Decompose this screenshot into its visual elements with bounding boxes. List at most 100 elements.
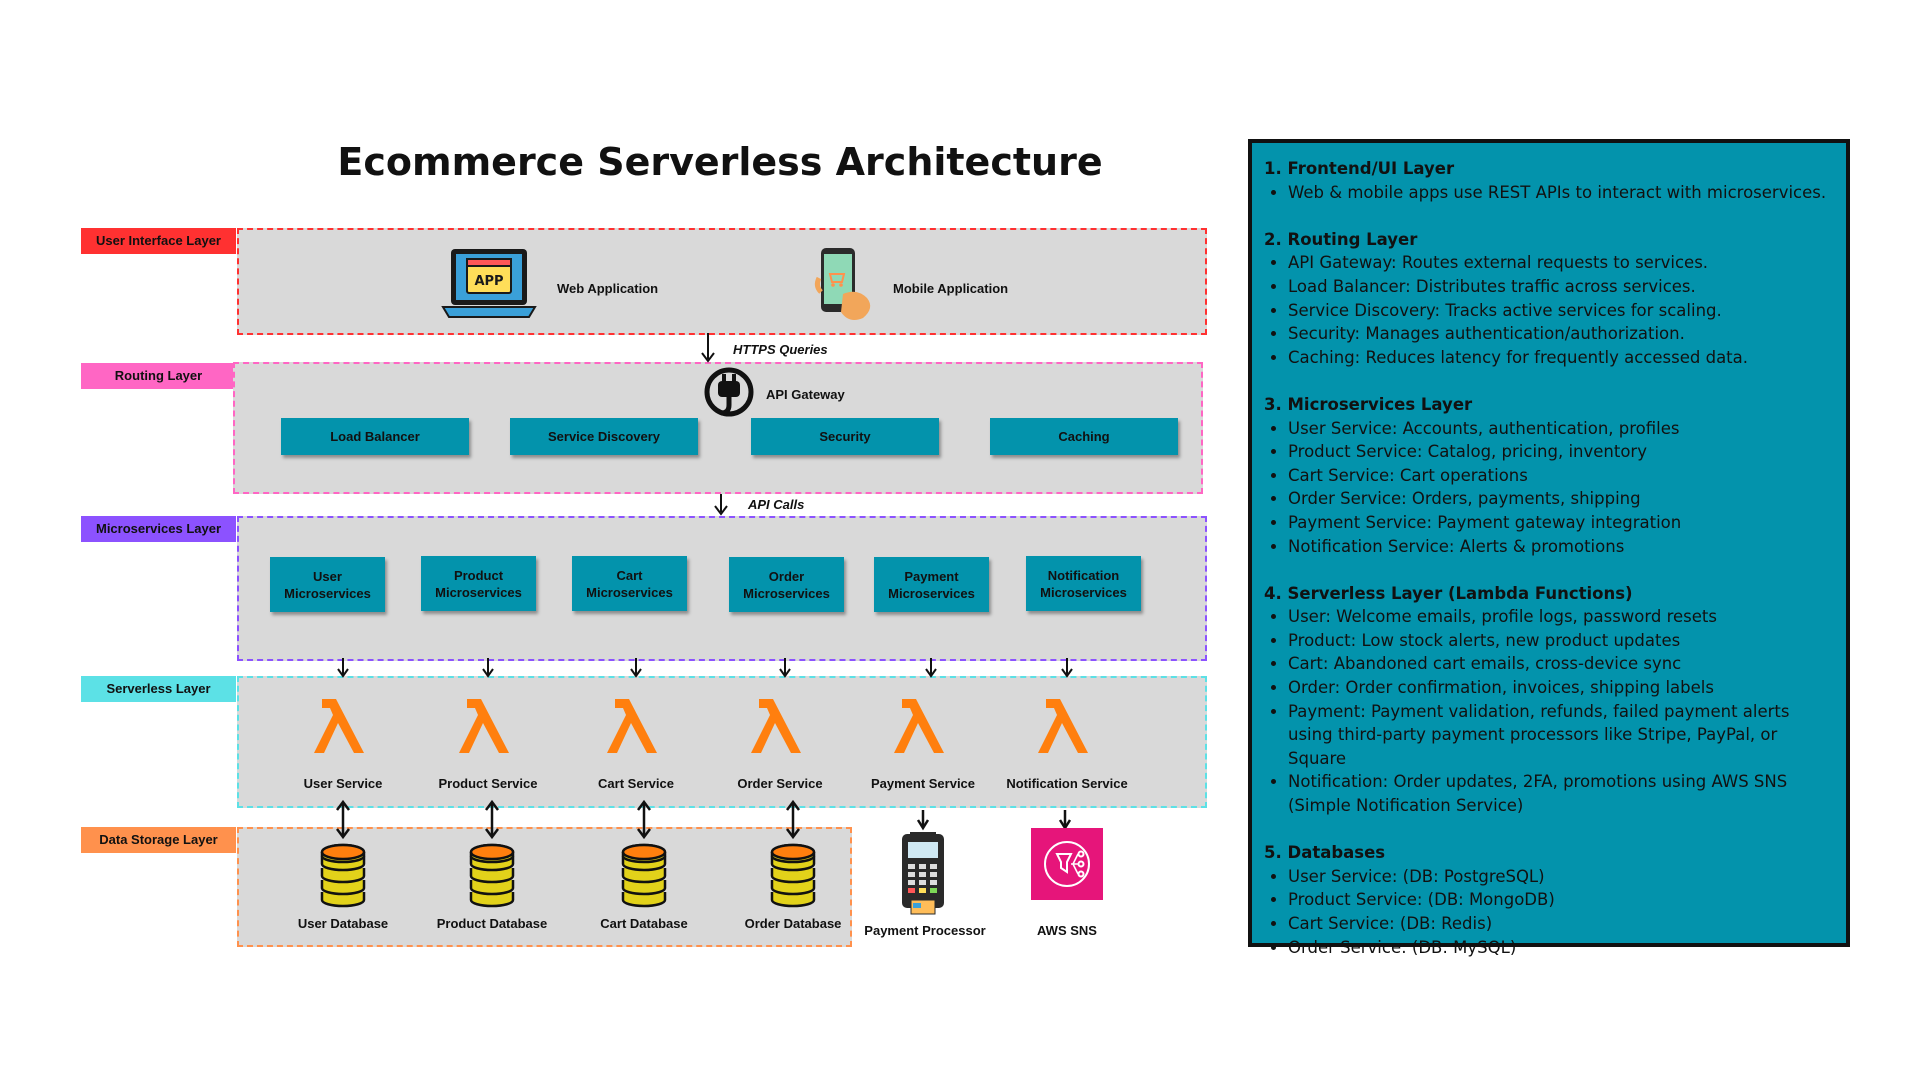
caching-box: Caching: [990, 418, 1178, 455]
ms-line2: Microservices: [743, 585, 830, 601]
ms-line2: Microservices: [435, 584, 522, 600]
panel-list-item: Load Balancer: Distributes traffic acros…: [1288, 275, 1834, 299]
ms-line2: Microservices: [888, 585, 975, 601]
layer-tag-microservices: Microservices Layer: [81, 516, 236, 542]
lambda-icon: [751, 699, 801, 753]
database-icon: [320, 843, 366, 908]
lambda-label: Product Service: [438, 776, 538, 791]
api-gateway-label: API Gateway: [766, 387, 845, 402]
api-gateway-plug-icon: [704, 367, 754, 417]
ms-line2: Microservices: [1040, 584, 1127, 600]
api-calls-label: API Calls: [748, 497, 805, 512]
lambda-icon: [894, 699, 944, 753]
ms-line1: Cart: [616, 567, 643, 583]
layer-tag-serverless: Serverless Layer: [81, 676, 236, 702]
lambda-label: Cart Service: [598, 776, 674, 791]
ms-line1: Payment: [904, 568, 959, 584]
panel-list-item: Payment: Payment validation, refunds, fa…: [1288, 700, 1834, 771]
panel-section: 3. Microservices LayerUser Service: Acco…: [1264, 393, 1834, 558]
api-calls-arrow: [714, 494, 728, 516]
ms-line2: Microservices: [586, 584, 673, 600]
panel-list-item: Payment Service: Payment gateway integra…: [1288, 511, 1834, 535]
panel-section-heading: 5. Databases: [1264, 843, 1386, 863]
layer-tag-storage: Data Storage Layer: [81, 827, 236, 853]
lambda-label: User Service: [303, 776, 383, 791]
panel-list-item: Order: Order confirmation, invoices, shi…: [1288, 676, 1834, 700]
ms-line1: User: [313, 568, 342, 584]
panel-list-item: User Service: (DB: PostgreSQL): [1288, 865, 1834, 889]
panel-list-item: Notification Service: Alerts & promotion…: [1288, 535, 1834, 559]
database-label: Order Database: [744, 916, 842, 931]
panel-list-item: Order Service: Orders, payments, shippin…: [1288, 487, 1834, 511]
panel-section: 5. DatabasesUser Service: (DB: PostgreSQ…: [1264, 841, 1834, 959]
panel-section-list: User Service: (DB: PostgreSQL)Product Se…: [1264, 865, 1834, 959]
mobile-application-label: Mobile Application: [893, 281, 1009, 296]
aws-sns-label: AWS SNS: [1037, 923, 1097, 938]
panel-section-heading: 3. Microservices Layer: [1264, 394, 1473, 414]
https-queries-label: HTTPS Queries: [733, 342, 828, 357]
panel-list-item: Security: Manages authentication/authori…: [1288, 322, 1834, 346]
web-application-label: Web Application: [557, 281, 659, 296]
payment-processor-label: Payment Processor: [864, 923, 986, 938]
ms-line1: Product: [453, 567, 504, 583]
layer-tag-ui: User Interface Layer: [81, 228, 236, 254]
panel-list-item: Cart Service: Cart operations: [1288, 464, 1834, 488]
ms-line2: Microservices: [284, 585, 371, 601]
ms-line1: Order: [768, 568, 805, 584]
svg-text:APP: APP: [474, 274, 503, 289]
panel-section-list: Web & mobile apps use REST APIs to inter…: [1264, 181, 1834, 205]
panel-section-list: User Service: Accounts, authentication, …: [1264, 417, 1834, 559]
payment-terminal-icon: [902, 832, 944, 915]
panel-list-item: Cart Service: (DB: Redis): [1288, 912, 1834, 936]
panel-list-item: API Gateway: Routes external requests to…: [1288, 251, 1834, 275]
lambda-label: Notification Service: [1006, 776, 1128, 791]
database-label: Product Database: [436, 916, 548, 931]
panel-list-item: Web & mobile apps use REST APIs to inter…: [1288, 181, 1834, 205]
panel-section-list: User: Welcome emails, profile logs, pass…: [1264, 605, 1834, 817]
description-panel: 1. Frontend/UI LayerWeb & mobile apps us…: [1248, 139, 1850, 957]
panel-section-heading: 2. Routing Layer: [1264, 229, 1418, 249]
panel-list-item: Caching: Reduces latency for frequently …: [1288, 346, 1834, 370]
lambda-icon: [1038, 699, 1088, 753]
layer-tag-routing: Routing Layer: [81, 363, 236, 389]
panel-section-list: API Gateway: Routes external requests to…: [1264, 251, 1834, 369]
ms-line1: Notification: [1047, 567, 1120, 583]
load-balancer-box: Load Balancer: [281, 418, 469, 455]
database-label: Cart Database: [600, 916, 688, 931]
database-label: User Database: [297, 916, 389, 931]
lambda-label: Order Service: [737, 776, 823, 791]
database-icon: [770, 843, 816, 908]
panel-list-item: Product: Low stock alerts, new product u…: [1288, 629, 1834, 653]
panel-section: 2. Routing LayerAPI Gateway: Routes exte…: [1264, 228, 1834, 370]
panel-list-item: Notification: Order updates, 2FA, promot…: [1288, 770, 1834, 817]
panel-section: 4. Serverless Layer (Lambda Functions)Us…: [1264, 582, 1834, 818]
lambda-label: Payment Service: [870, 776, 976, 791]
panel-list-item: Product Service: (DB: MongoDB): [1288, 888, 1834, 912]
diagram-title: Ecommerce Serverless Architecture: [337, 140, 1103, 184]
aws-sns-icon: [1031, 828, 1103, 900]
panel-list-item: User: Welcome emails, profile logs, pass…: [1288, 605, 1834, 629]
security-box: Security: [751, 418, 939, 455]
panel-section-heading: 1. Frontend/UI Layer: [1264, 159, 1455, 178]
panel-list-item: Service Discovery: Tracks active service…: [1288, 299, 1834, 323]
panel-list-item: Order Service: (DB: MySQL): [1288, 936, 1834, 960]
panel-list-item: Cart: Abandoned cart emails, cross-devic…: [1288, 652, 1834, 676]
panel-section-heading: 4. Serverless Layer (Lambda Functions): [1264, 583, 1633, 603]
lambda-icon: [314, 699, 364, 753]
panel-list-item: Product Service: Catalog, pricing, inven…: [1288, 440, 1834, 464]
https-arrow: [701, 333, 715, 363]
panel-section: 1. Frontend/UI LayerWeb & mobile apps us…: [1264, 157, 1834, 204]
panel-list-item: User Service: Accounts, authentication, …: [1288, 417, 1834, 441]
database-icon: [469, 843, 515, 908]
laptop-app-icon: APP: [441, 249, 537, 318]
lambda-icon: [459, 699, 509, 753]
service-discovery-box: Service Discovery: [510, 418, 698, 455]
